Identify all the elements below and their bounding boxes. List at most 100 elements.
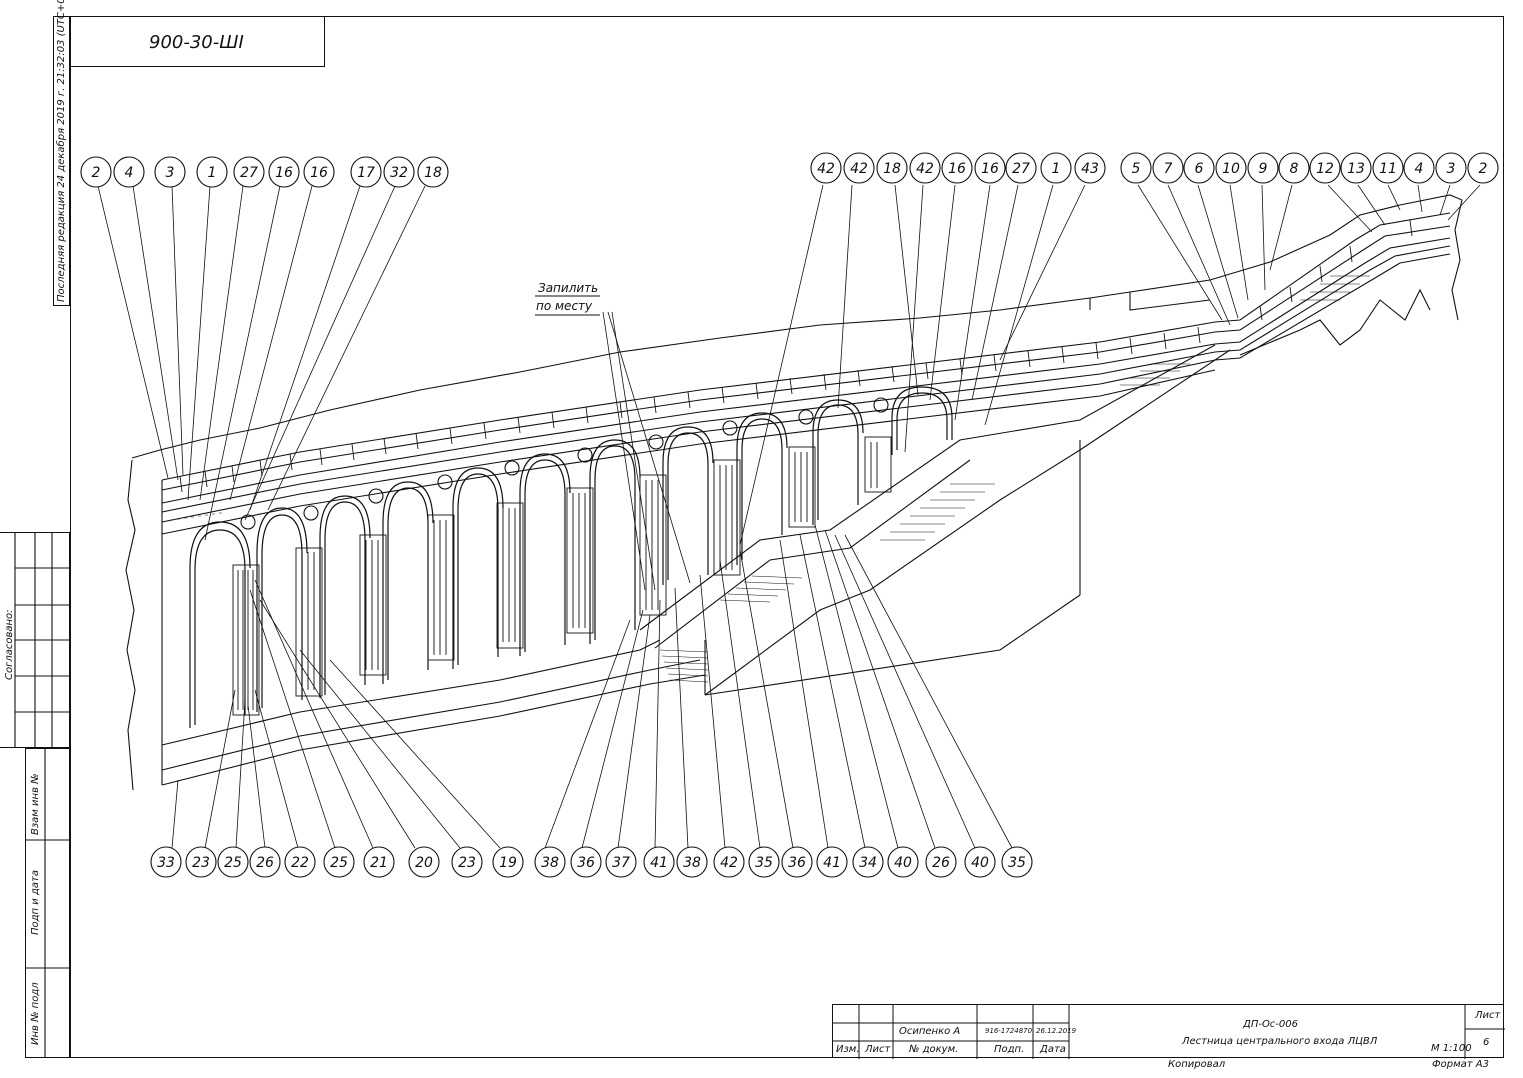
- callout-bottom-label: 40: [971, 855, 989, 871]
- author-name: Осипенко А: [899, 1026, 961, 1037]
- callout-top-mid-circle: [974, 152, 1006, 184]
- callout-top-right-circle: [1215, 152, 1247, 184]
- callout-top-left-circle: [417, 156, 449, 188]
- callout-bottom-label: 19: [499, 855, 517, 871]
- callout-top-left-circle: [268, 156, 300, 188]
- callout-top-right-circle: [1183, 152, 1215, 184]
- callout-bottom-circle: [925, 846, 957, 878]
- callout-top-mid-circle: [909, 152, 941, 184]
- callout-bottom-label: 41: [823, 855, 841, 871]
- callout-top-mid-label: 42: [850, 161, 868, 177]
- callout-top-right-circle: [1309, 152, 1341, 184]
- callout-top-right-label: 10: [1222, 161, 1240, 177]
- callout-top-right-circle: [1435, 152, 1467, 184]
- callout-bottom-circle: [217, 846, 249, 878]
- callout-top-mid-label: 1: [1052, 161, 1061, 177]
- callout-bottom-label: 36: [788, 855, 806, 871]
- format-label: Формат A3: [1432, 1059, 1489, 1070]
- sheet-number: 6: [1483, 1037, 1490, 1048]
- callout-top-mid-circle: [941, 152, 973, 184]
- callout-bottom-circle: [605, 846, 637, 878]
- callout-top-right-label: 11: [1379, 161, 1397, 177]
- callout-top-right-label: 6: [1195, 161, 1204, 177]
- copied-label: Копировал: [1168, 1059, 1226, 1070]
- callout-top-left-circle: [80, 156, 112, 188]
- callout-top-mid-circle: [1005, 152, 1037, 184]
- callout-bottom-label: 37: [612, 855, 630, 871]
- callout-top-left-circle: [350, 156, 382, 188]
- col-doc: № докум.: [909, 1044, 959, 1055]
- callout-top-left-label: 3: [166, 165, 175, 181]
- callout-top-left-circle: [233, 156, 265, 188]
- callout-bottom-label: 41: [650, 855, 668, 871]
- callout-top-left-circle: [154, 156, 186, 188]
- drawing-frame: [70, 16, 1504, 1058]
- callout-top-left-label: 16: [310, 165, 328, 181]
- callout-bottom-label: 33: [157, 855, 175, 871]
- callout-bottom-label: 25: [330, 855, 348, 871]
- callout-bottom-label: 35: [1008, 855, 1026, 871]
- callout-bottom-circle: [323, 846, 355, 878]
- callout-top-right-circle: [1120, 152, 1152, 184]
- callout-bottom-circle: [492, 846, 524, 878]
- callout-bottom-circle: [781, 846, 813, 878]
- callout-bottom-label: 40: [894, 855, 912, 871]
- callout-top-mid-label: 43: [1081, 161, 1099, 177]
- col-sign: Подп.: [994, 1044, 1025, 1055]
- callout-top-right-circle: [1278, 152, 1310, 184]
- callout-bottom-label: 23: [192, 855, 210, 871]
- callout-bottom-circle: [284, 846, 316, 878]
- callout-top-left-circle: [383, 156, 415, 188]
- callout-bottom-label: 23: [458, 855, 476, 871]
- callout-top-right-label: 9: [1259, 161, 1268, 177]
- callout-top-right-label: 8: [1290, 161, 1299, 177]
- callout-top-left-label: 18: [424, 165, 442, 181]
- callout-top-right-label: 2: [1479, 161, 1488, 177]
- callout-top-mid-label: 16: [981, 161, 999, 177]
- callout-top-mid-label: 27: [1012, 161, 1030, 177]
- callout-top-mid-circle: [810, 152, 842, 184]
- revision-strip: [53, 16, 70, 306]
- callout-bottom-circle: [676, 846, 708, 878]
- callout-top-left-label: 17: [357, 165, 375, 181]
- callout-bottom-circle: [451, 846, 483, 878]
- callout-bottom-label: 35: [755, 855, 773, 871]
- callout-top-right-label: 7: [1164, 161, 1173, 177]
- callout-bottom-label: 38: [683, 855, 701, 871]
- callout-bottom-circle: [363, 846, 395, 878]
- callout-bottom-circle: [1001, 846, 1033, 878]
- callout-bottom-circle: [534, 846, 566, 878]
- callout-bottom-circle: [852, 846, 884, 878]
- callout-top-right-label: 5: [1132, 161, 1141, 177]
- callout-top-left-label: 27: [240, 165, 258, 181]
- callout-top-left-circle: [196, 156, 228, 188]
- callout-bottom-circle: [816, 846, 848, 878]
- col-date: Дата: [1040, 1044, 1066, 1055]
- col-izm: Изм.: [836, 1044, 860, 1055]
- callout-bottom-label: 22: [291, 855, 309, 871]
- callout-top-right-circle: [1403, 152, 1435, 184]
- callout-top-mid-circle: [1040, 152, 1072, 184]
- callout-bottom-label: 36: [577, 855, 595, 871]
- callout-bottom-label: 42: [720, 855, 738, 871]
- stamp-column: [25, 748, 70, 1058]
- callout-top-right-circle: [1340, 152, 1372, 184]
- header-code-box: 900-30-ШI: [70, 16, 325, 67]
- callout-bottom-label: 34: [859, 855, 877, 871]
- callout-top-mid-label: 42: [817, 161, 835, 177]
- callout-top-mid-label: 18: [883, 161, 901, 177]
- callout-bottom-circle: [249, 846, 281, 878]
- callout-bottom-circle: [748, 846, 780, 878]
- note-line-2: по месту: [536, 299, 593, 313]
- callout-top-mid-label: 16: [948, 161, 966, 177]
- callout-top-left-circle: [113, 156, 145, 188]
- callout-bottom-circle: [570, 846, 602, 878]
- title-block: Осипенко А 916-1724870 26.12.2019 Изм. Л…: [832, 1004, 1505, 1059]
- callout-bottom-circle: [185, 846, 217, 878]
- callout-top-mid-circle: [876, 152, 908, 184]
- callout-bottom-label: 25: [224, 855, 242, 871]
- note-line-1: Запилить: [538, 281, 599, 295]
- callout-top-right-label: 3: [1447, 161, 1456, 177]
